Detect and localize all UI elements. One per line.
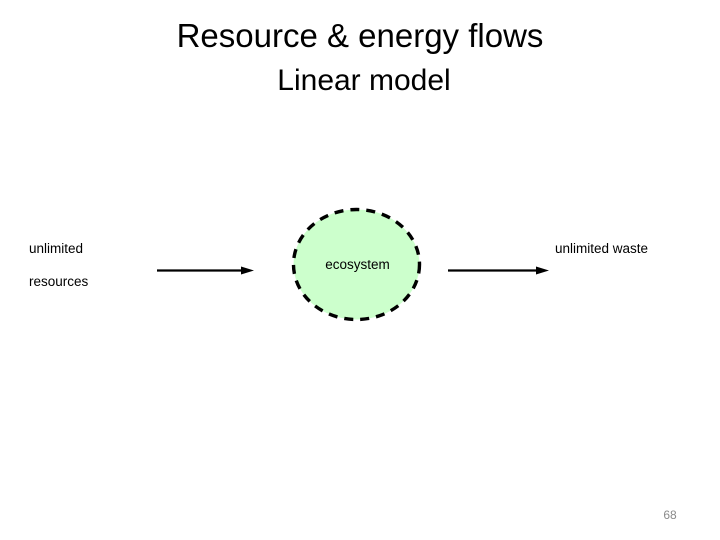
resource-input-arrow	[155, 261, 255, 281]
output-label: unlimited waste	[555, 241, 649, 256]
waste-output-arrow	[446, 261, 550, 281]
ecosystem-node-label: ecosystem	[325, 257, 390, 272]
input-label-line-1: unlimited	[29, 241, 84, 256]
page-subtitle: Linear model	[277, 64, 451, 97]
page-title: Resource & energy flows	[176, 17, 544, 54]
ecosystem-node: ecosystem	[291, 207, 422, 322]
input-label-line-2: resources	[29, 274, 89, 289]
page-number: 68	[663, 508, 677, 522]
title-block: Resource & energy flows Linear model	[0, 14, 720, 102]
